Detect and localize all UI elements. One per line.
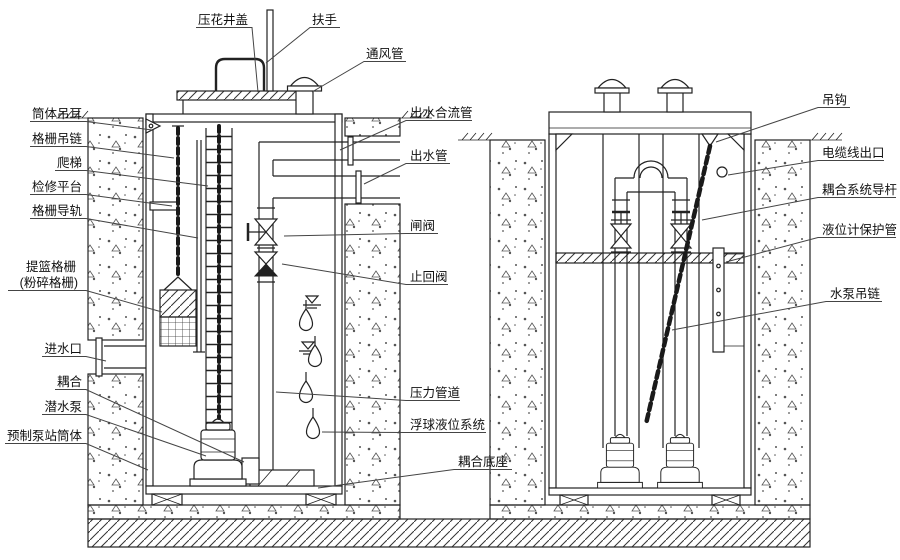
basket-grille	[159, 276, 197, 347]
label-grille-rail: 格栅导轨	[30, 203, 199, 239]
label-shell-lug: 筒体吊耳	[30, 106, 153, 131]
right-view	[548, 78, 752, 506]
svg-text:提篮格栅: 提篮格栅	[26, 259, 76, 274]
concrete-structure	[56, 110, 843, 548]
label-shell: 预制泵站筒体	[5, 428, 149, 471]
svg-text:格栅吊链: 格栅吊链	[32, 131, 83, 146]
svg-text:电缆线出口: 电缆线出口	[822, 146, 885, 160]
label-coupling: 耦合	[55, 374, 245, 463]
svg-text:出水管: 出水管	[410, 148, 448, 163]
submersible-pump	[657, 433, 703, 489]
ground-level-ticks	[56, 110, 843, 141]
labels: 压花井盖 扶手 通风管 筒体吊耳 格栅吊链 爬梯 检修平台 格栅导轨	[5, 12, 898, 489]
svg-text:(粉碎格栅): (粉碎格栅)	[20, 275, 78, 290]
submersible-pump	[189, 418, 247, 487]
well-cover	[176, 90, 306, 114]
label-basket-grille: 提篮格栅 (粉碎格栅)	[8, 259, 163, 313]
grille-guide-rail	[193, 140, 205, 353]
label-platform: 检修平台	[30, 179, 173, 207]
label-pressure-pipe: 压力管道	[275, 385, 461, 401]
label-confluence: 出水合流管	[339, 105, 473, 151]
service-platform	[149, 201, 179, 211]
ground-hatch	[87, 518, 811, 548]
svg-text:检修平台: 检修平台	[32, 179, 82, 194]
label-pump: 潜水泵	[42, 400, 207, 457]
label-cable-outlet: 电缆线出口	[727, 146, 885, 176]
label-handrail: 扶手	[265, 12, 340, 64]
svg-text:止回阀: 止回阀	[410, 270, 448, 284]
discharge-pipes	[611, 160, 691, 436]
label-coupling-base: 耦合底座	[317, 454, 512, 489]
mid-platform	[555, 252, 745, 264]
svg-text:格栅导轨: 格栅导轨	[32, 203, 83, 218]
pump-lifting-chain	[643, 133, 720, 427]
label-ladder: 爬梯	[55, 156, 209, 187]
tank-shell	[145, 113, 343, 495]
svg-text:预制泵站筒体: 预制泵站筒体	[7, 428, 83, 443]
label-hook: 吊钩	[715, 93, 850, 143]
guide-post	[266, 9, 274, 92]
label-grille-chain: 格栅吊链	[30, 131, 175, 159]
svg-text:耦合系统导杆: 耦合系统导杆	[822, 182, 898, 197]
svg-text:闸阀: 闸阀	[410, 219, 435, 233]
svg-text:耦合: 耦合	[57, 374, 83, 389]
support-foot	[559, 494, 589, 506]
svg-text:水泵吊链: 水泵吊链	[830, 286, 881, 301]
confluence-flange	[347, 136, 354, 166]
svg-text:液位计保护管: 液位计保护管	[822, 222, 897, 237]
svg-text:通风管: 通风管	[366, 46, 404, 61]
svg-text:耦合底座: 耦合底座	[458, 454, 508, 469]
tank-shell	[548, 111, 752, 496]
inlet-pipe	[95, 337, 146, 377]
label-float-system: 浮球液位系统	[321, 417, 486, 433]
outlet-flange	[355, 170, 362, 204]
support-foot	[305, 493, 337, 506]
label-well-cover: 压花井盖	[196, 12, 259, 93]
coupling-guide-rods	[602, 134, 700, 448]
vent-pipe	[286, 76, 323, 115]
vent-caps	[594, 78, 693, 113]
level-gauge-protection-tube	[712, 247, 744, 353]
svg-text:出水合流管: 出水合流管	[410, 105, 473, 120]
gate-valve	[609, 210, 633, 250]
float-level-system	[298, 295, 323, 440]
label-outlet: 出水管	[363, 148, 450, 185]
svg-text:进水口: 进水口	[44, 342, 82, 356]
svg-text:筒体吊耳: 筒体吊耳	[32, 106, 82, 121]
label-level-tube: 液位计保护管	[725, 222, 897, 263]
svg-text:爬梯: 爬梯	[57, 156, 82, 170]
grille-lifting-chain	[172, 125, 184, 276]
cable-outlet	[716, 166, 728, 178]
coupling-base	[249, 469, 315, 487]
support-foot	[711, 494, 741, 506]
label-gate-valve: 闸阀	[283, 219, 438, 237]
handrail	[214, 57, 266, 91]
label-pump-chain: 水泵吊链	[671, 286, 882, 331]
support-foot	[151, 493, 183, 506]
check-valve	[254, 251, 278, 277]
svg-text:吊钩: 吊钩	[822, 93, 847, 107]
label-guide-rod: 耦合系统导杆	[701, 182, 898, 221]
svg-text:压花井盖: 压花井盖	[198, 12, 248, 27]
label-check-valve: 止回阀	[281, 263, 448, 285]
svg-text:潜水泵: 潜水泵	[44, 400, 82, 414]
svg-text:扶手: 扶手	[312, 12, 337, 27]
left-view	[95, 9, 400, 506]
svg-text:压力管道: 压力管道	[410, 385, 461, 400]
hook	[700, 133, 720, 148]
submersible-pump	[597, 433, 643, 489]
label-vent-pipe: 通风管	[311, 46, 406, 93]
svg-text:浮球液位系统: 浮球液位系统	[410, 417, 485, 432]
label-inlet: 进水口	[42, 342, 107, 362]
